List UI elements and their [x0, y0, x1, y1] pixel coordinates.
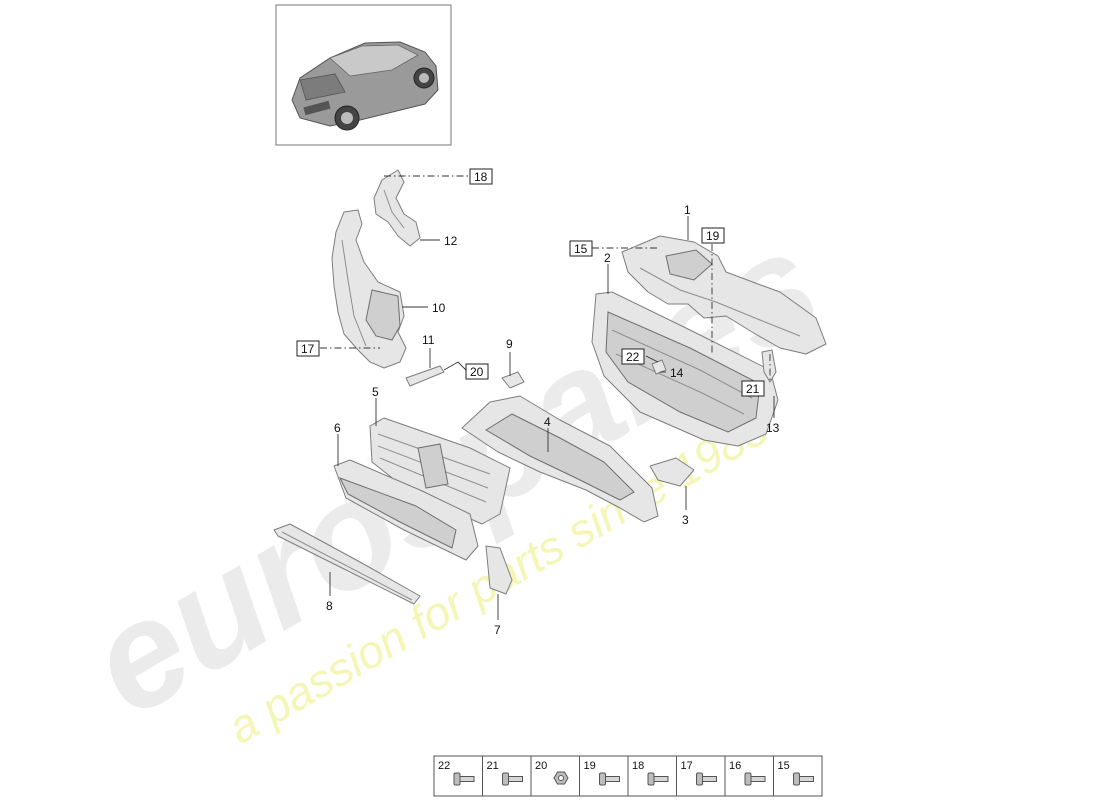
hardware-number: 19 — [584, 760, 596, 772]
boxed-references: 18 17 20 15 19 22 21 — [296, 168, 765, 397]
callout-7: 7 — [494, 623, 501, 637]
part-14-clip — [651, 359, 667, 375]
svg-text:22: 22 — [626, 350, 640, 364]
callout-4: 4 — [544, 415, 551, 429]
callout-2: 2 — [604, 251, 611, 265]
hardware-cell-18: 18 — [627, 755, 677, 797]
callout-9: 9 — [506, 337, 513, 351]
callout-3: 3 — [682, 513, 689, 527]
vehicle-thumbnail — [275, 4, 452, 146]
boxref-20: 20 — [465, 363, 489, 380]
boxref-15: 15 — [569, 240, 593, 257]
hardware-cell-17: 17 — [676, 755, 726, 797]
svg-text:15: 15 — [574, 242, 588, 256]
svg-text:17: 17 — [301, 342, 315, 356]
callout-14: 14 — [670, 366, 684, 380]
leader-lines — [320, 175, 775, 620]
fastener-icon — [744, 772, 766, 786]
part-1-lock-carrier — [621, 235, 827, 355]
callout-11: 11 — [422, 333, 435, 347]
callout-6: 6 — [334, 421, 341, 435]
callout-labels: 1 2 3 4 5 6 7 8 9 10 11 12 13 14 — [326, 203, 780, 637]
hardware-cell-15: 15 — [773, 755, 823, 797]
part-12-bracket — [373, 169, 421, 247]
svg-text:18: 18 — [474, 170, 488, 184]
hardware-table: 22 21 20 19 18 17 16 15 — [433, 755, 823, 797]
callout-12: 12 — [444, 234, 458, 248]
part-11-strip — [405, 365, 445, 387]
fastener-icon — [502, 772, 523, 786]
hardware-number: 22 — [438, 760, 450, 772]
part-7-trim-piece — [485, 545, 513, 595]
part-2-air-guide — [591, 291, 779, 447]
hardware-number: 18 — [632, 760, 644, 772]
fastener-icon — [553, 771, 569, 785]
hardware-number: 21 — [487, 760, 499, 772]
part-9-clip — [501, 371, 525, 389]
hardware-number: 16 — [729, 760, 741, 772]
fastener-icon — [599, 772, 620, 786]
callout-1: 1 — [684, 203, 691, 217]
part-10-carrier — [331, 209, 407, 369]
part-4-grille-frame — [461, 395, 659, 523]
hardware-number: 17 — [681, 760, 693, 772]
hardware-cell-16: 16 — [724, 755, 774, 797]
svg-text:20: 20 — [470, 365, 484, 379]
hardware-cell-22: 22 — [433, 755, 483, 797]
hardware-cell-20: 20 — [530, 755, 580, 797]
boxref-22: 22 — [621, 348, 645, 365]
callout-10: 10 — [432, 301, 446, 315]
callout-13: 13 — [766, 421, 780, 435]
hardware-number: 20 — [535, 760, 547, 772]
boxref-18: 18 — [469, 168, 493, 185]
boxref-17: 17 — [296, 340, 320, 357]
part-3-cover — [649, 457, 695, 487]
callout-5: 5 — [372, 385, 379, 399]
hardware-cell-21: 21 — [482, 755, 532, 797]
fastener-icon — [793, 772, 814, 786]
fastener-icon — [647, 772, 669, 786]
svg-text:19: 19 — [706, 229, 720, 243]
part-13-holder — [761, 349, 777, 383]
part-8-trim-strip — [273, 523, 421, 605]
fastener-icon — [696, 772, 717, 786]
hardware-number: 15 — [778, 760, 790, 772]
callout-8: 8 — [326, 599, 333, 613]
svg-text:21: 21 — [746, 382, 760, 396]
part-6-grille-trim — [333, 459, 479, 561]
fastener-icon — [453, 772, 475, 786]
boxref-19: 19 — [701, 227, 725, 244]
hardware-cell-19: 19 — [579, 755, 629, 797]
part-5-center-grille — [369, 417, 511, 525]
boxref-21: 21 — [741, 380, 765, 397]
